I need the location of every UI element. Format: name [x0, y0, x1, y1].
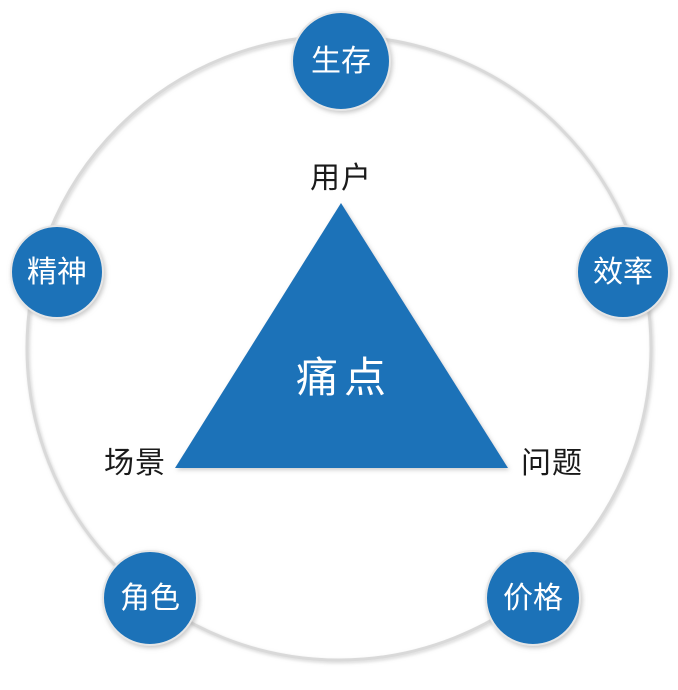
node-circle-jiage[interactable] [485, 550, 581, 646]
pain-point-triangle[interactable] [175, 203, 508, 468]
node-circle-xiaolv[interactable] [576, 225, 670, 319]
node-circle-jingshen[interactable] [10, 225, 104, 319]
node-circle-shengcun[interactable] [291, 11, 391, 111]
node-circle-juese[interactable] [102, 550, 198, 646]
